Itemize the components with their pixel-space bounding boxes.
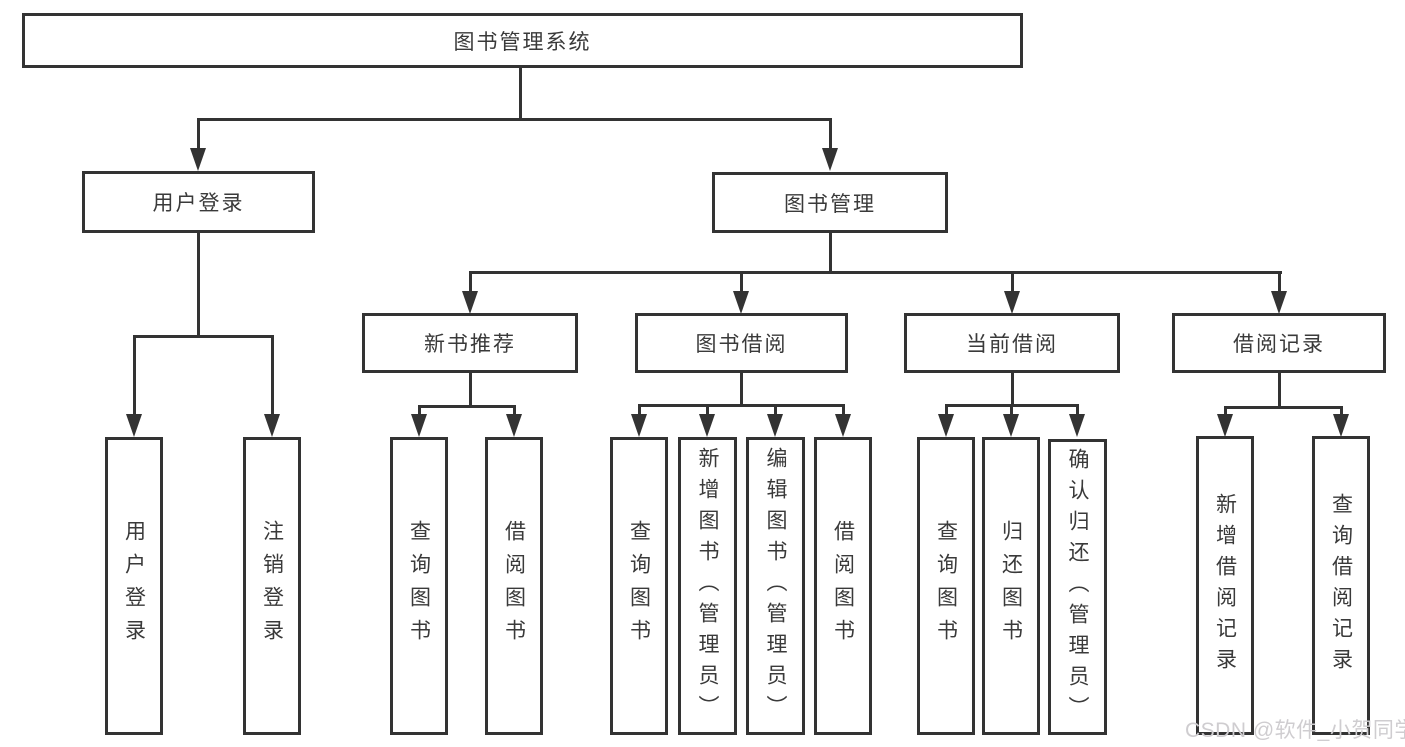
- leaf-logout: 注销登录: [243, 437, 301, 735]
- connector-bb-leaf3: [774, 404, 777, 417]
- arrow-cb-leaf3: [1069, 414, 1085, 437]
- arrow-to-user-login: [190, 148, 206, 171]
- connector-bb-stem: [740, 373, 743, 407]
- node-root: 图书管理系统: [22, 13, 1023, 68]
- leaf-nb-query-books: 查询图书: [390, 437, 448, 735]
- leaf-cb-return-books: 归还图书: [982, 437, 1040, 735]
- connector-br-rail: [1224, 406, 1343, 409]
- arrow-br-leaf1: [1217, 414, 1233, 437]
- leaf-bb-query-books: 查询图书: [610, 437, 668, 735]
- leaf-br-add-record: 新增借阅记录: [1196, 436, 1254, 735]
- connector-book-mgmt-rail: [469, 271, 1282, 274]
- connector-user-login-stem: [197, 233, 200, 335]
- leaf-cb-query-books: 查询图书: [917, 437, 975, 735]
- connector-cb-leaf2: [1010, 404, 1013, 417]
- arrow-to-book-borrow: [733, 291, 749, 314]
- arrow-to-borrow-records: [1271, 291, 1287, 314]
- arrow-nb-leaf2: [506, 414, 522, 437]
- arrow-to-new-book: [462, 291, 478, 314]
- connector-br-leaf1: [1224, 406, 1227, 417]
- connector-to-leaf-logout: [271, 335, 274, 417]
- arrow-to-current-borrow: [1004, 291, 1020, 314]
- arrow-to-leaf-login: [126, 414, 142, 437]
- leaf-bb-edit-books-admin: 编辑图书（管理员）: [746, 437, 805, 735]
- connector-cb-leaf3: [1076, 404, 1079, 417]
- node-book-management: 图书管理: [712, 172, 948, 233]
- node-borrow-records: 借阅记录: [1172, 313, 1386, 373]
- csdn-watermark: CSDN @软件_小贺同学: [1185, 719, 1405, 742]
- connector-book-mgmt-stem: [829, 233, 832, 271]
- leaf-br-query-record: 查询借阅记录: [1312, 436, 1370, 735]
- connector-root-stem: [519, 68, 522, 118]
- connector-to-user-login: [197, 118, 200, 151]
- connector-bb-rail: [638, 404, 845, 407]
- connector-to-book-borrow: [740, 271, 743, 294]
- connector-to-new-book: [469, 271, 472, 294]
- connector-nb-leaf2: [513, 405, 516, 417]
- connector-br-leaf2: [1340, 406, 1343, 417]
- connector-to-current-borrow: [1011, 271, 1014, 294]
- connector-bb-leaf1: [638, 404, 641, 417]
- connector-nb-leaf1: [418, 405, 421, 417]
- connector-cb-stem: [1011, 373, 1014, 407]
- leaf-user-login: 用户登录: [105, 437, 163, 735]
- arrow-cb-leaf2: [1003, 414, 1019, 437]
- connector-bb-leaf4: [842, 404, 845, 417]
- connector-bb-leaf2: [706, 404, 709, 417]
- arrow-bb-leaf1: [631, 414, 647, 437]
- arrow-to-book-management: [822, 148, 838, 171]
- arrow-to-leaf-logout: [264, 414, 280, 437]
- connector-user-login-rail: [133, 335, 274, 338]
- connector-new-book-rail: [418, 405, 516, 408]
- leaf-nb-borrow-books: 借阅图书: [485, 437, 543, 735]
- connector-new-book-stem: [469, 373, 472, 408]
- node-user-login: 用户登录: [82, 171, 315, 233]
- connector-to-borrow-records: [1278, 271, 1281, 294]
- arrow-nb-leaf1: [411, 414, 427, 437]
- arrow-bb-leaf2: [699, 414, 715, 437]
- node-book-borrow: 图书借阅: [635, 313, 848, 373]
- arrow-bb-leaf4: [835, 414, 851, 437]
- connector-br-stem: [1278, 373, 1281, 409]
- node-current-borrow: 当前借阅: [904, 313, 1120, 373]
- arrow-bb-leaf3: [767, 414, 783, 437]
- connector-to-book-management: [829, 118, 832, 151]
- node-new-book-recommend: 新书推荐: [362, 313, 578, 373]
- leaf-cb-confirm-return-admin: 确认归还（管理员）: [1048, 439, 1107, 735]
- arrow-cb-leaf1: [938, 414, 954, 437]
- connector-root-rail: [197, 118, 832, 121]
- leaf-bb-add-books-admin: 新增图书（管理员）: [678, 437, 737, 735]
- connector-to-leaf-login: [133, 335, 136, 417]
- leaf-bb-borrow-books: 借阅图书: [814, 437, 872, 735]
- arrow-br-leaf2: [1333, 414, 1349, 437]
- connector-cb-leaf1: [945, 404, 948, 417]
